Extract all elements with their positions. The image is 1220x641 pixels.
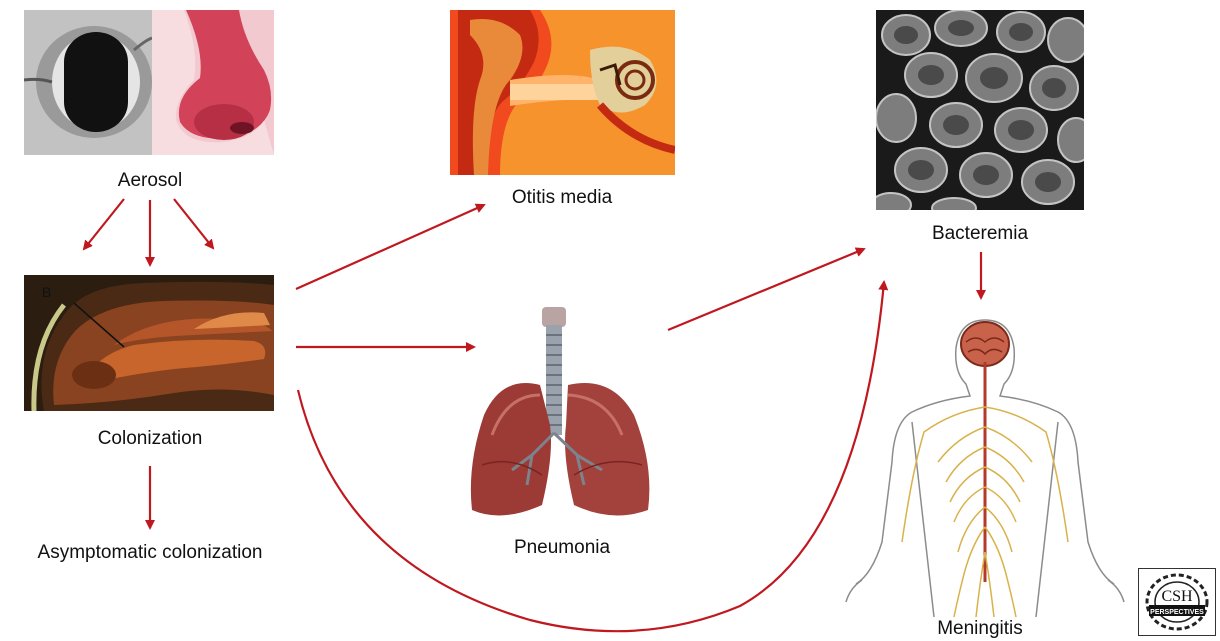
arrow-pneumonia-to-bacteremia (668, 249, 864, 330)
logo-text-top: CSH (1161, 588, 1193, 605)
label-asymptomatic-colonization: Asymptomatic colonization (8, 542, 292, 564)
arrow-aerosol-left (84, 199, 124, 249)
arrow-colonization-to-bacteremia (298, 282, 884, 631)
label-bacteremia: Bacteremia (905, 223, 1055, 245)
label-meningitis: Meningitis (910, 618, 1050, 640)
label-colonization: Colonization (75, 428, 225, 450)
label-otitis-media: Otitis media (487, 187, 637, 209)
csh-perspectives-logo: CSH PERSPECTIVES (1138, 568, 1216, 636)
arrow-aerosol-right (174, 199, 213, 248)
logo-text-bottom: PERSPECTIVES (1150, 609, 1204, 616)
label-aerosol: Aerosol (100, 170, 200, 192)
arrow-to-otitis (296, 205, 484, 289)
label-pneumonia: Pneumonia (492, 537, 632, 559)
